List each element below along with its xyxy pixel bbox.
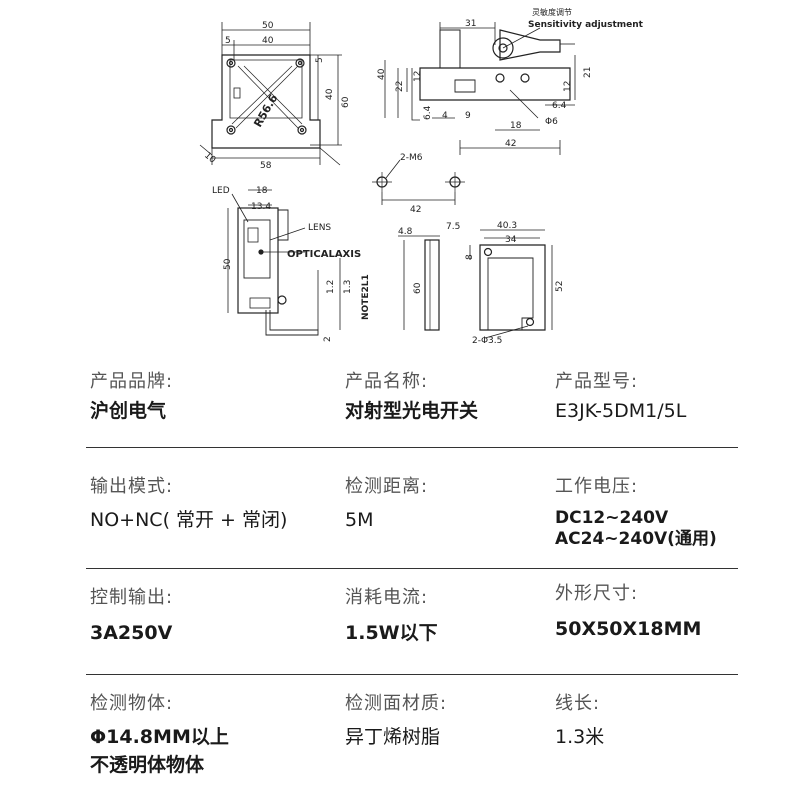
dim-4: 4 xyxy=(442,111,448,121)
spec-row-2: 输出模式: NO+NC( 常开 + 常闭) 检测距离: 5M 工作电压: DC1… xyxy=(0,448,800,568)
dim-7-5: 7.5 xyxy=(446,222,460,232)
dim-12: 12 xyxy=(413,71,423,82)
dimension-drawings: 50 5 40 5 40 60 58 10 R56.6 xyxy=(199,7,644,346)
dim-42-holes: 42 xyxy=(410,205,421,215)
dim-52: 52 xyxy=(555,281,565,292)
detect-object-value-1: Φ14.8MM以上 xyxy=(90,726,229,748)
cable-length-label: 线长: xyxy=(555,693,601,714)
dim-50-lens: 50 xyxy=(223,258,233,270)
divider-2 xyxy=(86,568,738,569)
side-view-drawing xyxy=(384,22,576,155)
dim-4-8: 4.8 xyxy=(398,227,413,237)
divider-3 xyxy=(86,674,738,675)
radius-label: R56.6 xyxy=(251,92,280,130)
led-label: LED xyxy=(212,186,230,196)
dim-6-4-right: 6.4 xyxy=(552,101,567,111)
rear-view-drawing xyxy=(469,229,553,339)
consumption-value: 1.5W以下 xyxy=(345,622,438,644)
control-output-label: 控制输出: xyxy=(90,587,174,608)
dim-58-bottom: 58 xyxy=(260,161,272,171)
control-output-value: 3A250V xyxy=(90,622,173,644)
sensitivity-label-cn: 灵敏度调节 xyxy=(532,7,572,17)
voltage-label: 工作电压: xyxy=(555,476,639,497)
optical-axis-label: OPTICALAXIS xyxy=(287,249,361,260)
note-label: NOTE2L1 xyxy=(361,274,371,320)
dimensions-label: 外形尺寸: xyxy=(555,583,639,604)
output-mode-value: NO+NC( 常开 + 常闭) xyxy=(90,509,288,531)
divider-1 xyxy=(86,447,738,448)
surface-material-label: 检测面材质: xyxy=(345,693,448,714)
cable-length-value: 1.3米 xyxy=(555,726,605,748)
spec-row-4: 检测物体: Φ14.8MM以上 不透明体物体 检测面材质: 异丁烯树脂 线长: … xyxy=(0,675,800,800)
detect-distance-label: 检测距离: xyxy=(345,476,429,497)
dim-31: 31 xyxy=(465,19,476,29)
dim-6-4-left: 6.4 xyxy=(423,105,433,120)
spec-row-1: 产品品牌: 沪创电气 产品名称: 对射型光电开关 产品型号: E3JK-5DM1… xyxy=(0,355,800,445)
dim-18-side: 18 xyxy=(510,121,522,131)
dim-60-thin: 60 xyxy=(413,282,423,294)
dim-40-side: 40 xyxy=(377,68,387,80)
output-mode-label: 输出模式: xyxy=(90,476,174,497)
dim-42-side: 42 xyxy=(505,139,516,149)
front-view-drawing xyxy=(199,22,342,166)
dim-13-4: 13.4 xyxy=(251,202,271,212)
dim-1-2: 1.2 xyxy=(326,280,336,294)
detect-distance-value: 5M xyxy=(345,509,374,531)
thin-side-drawing xyxy=(398,235,440,331)
dim-18-lens: 18 xyxy=(256,186,268,196)
dim-2: 2 xyxy=(323,336,333,342)
hole-label: 2-Φ3.5 xyxy=(472,336,502,346)
dim-5-right: 5 xyxy=(315,57,325,63)
voltage-value-ac: AC24~240V(通用) xyxy=(555,529,717,549)
dim-5-top: 5 xyxy=(225,36,231,46)
product-name-label: 产品名称: xyxy=(345,371,429,392)
spec-row-3: 控制输出: 3A250V 消耗电流: 1.5W以下 外形尺寸: 50X50X18… xyxy=(0,569,800,674)
lens-view-drawing xyxy=(227,189,341,336)
m6-label: 2-M6 xyxy=(400,153,423,163)
dim-8: 8 xyxy=(465,254,475,260)
dim-12-right: 12 xyxy=(563,81,573,92)
dim-10-bottom: 10 xyxy=(202,151,217,166)
mounting-holes-drawing xyxy=(372,159,465,205)
dim-22: 22 xyxy=(395,81,405,92)
voltage-value-dc: DC12~240V xyxy=(555,508,669,528)
brand-value: 沪创电气 xyxy=(90,400,167,422)
dim-50-top: 50 xyxy=(262,21,274,31)
consumption-label: 消耗电流: xyxy=(345,587,429,608)
dimensions-value: 50X50X18MM xyxy=(555,618,702,640)
detect-object-label: 检测物体: xyxy=(90,693,174,714)
dim-1-3: 1.3 xyxy=(343,280,353,294)
surface-material-value: 异丁烯树脂 xyxy=(345,726,441,748)
dim-21: 21 xyxy=(583,67,593,78)
lens-label: LENS xyxy=(308,223,331,233)
product-name-value: 对射型光电开关 xyxy=(345,400,479,422)
model-label: 产品型号: xyxy=(555,371,639,392)
dim-34: 34 xyxy=(505,235,517,245)
dim-60-right: 60 xyxy=(341,96,351,108)
detect-object-value-2: 不透明体物体 xyxy=(90,754,205,776)
dim-40-right: 40 xyxy=(325,88,335,100)
dim-40-top: 40 xyxy=(262,36,274,46)
brand-label: 产品品牌: xyxy=(90,371,174,392)
dim-9: 9 xyxy=(465,111,471,121)
phi6-label: Φ6 xyxy=(545,117,558,127)
model-value: E3JK-5DM1/5L xyxy=(555,400,687,422)
dim-40-3: 40.3 xyxy=(497,221,517,231)
sensitivity-label-en: Sensitivity adjustment xyxy=(528,20,644,30)
